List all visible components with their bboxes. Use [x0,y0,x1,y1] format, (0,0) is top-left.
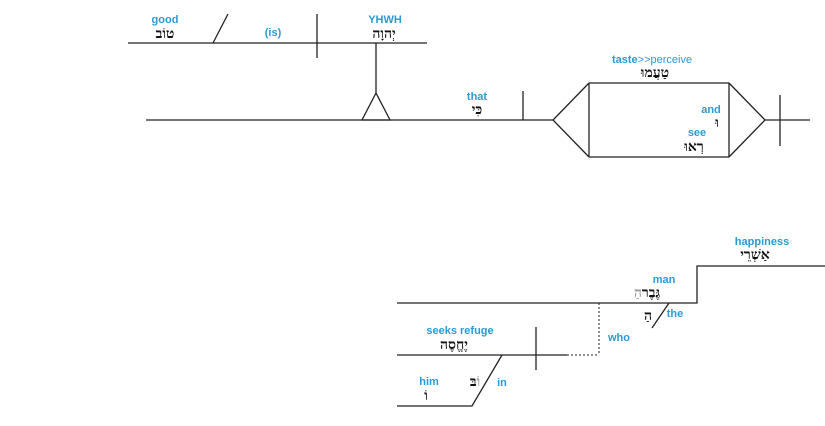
and-gloss: and [701,104,721,116]
article-modifier-line [651,302,670,329]
compound-verb-left-diamond [552,82,590,158]
man-hebrew-article: הַ [634,285,642,301]
that-gloss: that [467,91,488,103]
who-gloss: who [607,332,630,344]
taste-hebrew: טַעֲמוּ [640,65,669,81]
good-hebrew: טוֹב [156,26,175,42]
the-gloss: the [667,308,684,320]
compound-verb-right-diamond [728,82,766,158]
predicate-divider [212,13,229,44]
the-hebrew: הַ [644,308,652,324]
seeks-refuge-gloss: seeks refuge [426,325,493,337]
man-gloss: man [653,274,676,286]
him-hebrew: וֹ [424,388,428,404]
upper-clause: good טוֹב (is) YHWH יְהוָה [128,13,427,93]
that-hebrew: כִּי [472,102,483,118]
main-clause: that כִּי taste>>perceive טַעֲמוּ and וּ… [146,54,810,158]
man-hebrew-stem: גֶּבֶר [642,285,661,301]
in-hebrew: וֹבּ [470,374,480,390]
lower-clause: happiness אַשְׁרֵי man גֶּבֶרהַ הַ the w… [397,236,825,407]
taste-gloss-extension: >>perceive [638,54,692,66]
yhwh-gloss: YHWH [368,14,402,26]
man-hebrew: גֶּבֶרהַ [634,285,661,301]
him-gloss: him [419,376,439,388]
happiness-hebrew: אַשְׁרֵי [740,247,769,263]
predicate-line [397,265,825,304]
and-hebrew: וּ [714,115,719,131]
happiness-gloss: happiness [735,236,789,248]
see-hebrew: רְאוּ [683,139,703,155]
in-hebrew-prep: בּ [470,374,477,390]
good-gloss: good [152,14,179,26]
prepositional-phrase-line [397,354,503,407]
pedestal-triangle [360,91,392,121]
seeks-refuge-hebrew: יֶחֱסֶה [440,337,468,353]
yhwh-hebrew: יְהוָה [372,26,395,42]
see-gloss: see [688,127,706,139]
in-gloss: in [497,377,507,389]
in-hebrew-suffix: וֹ [477,374,481,390]
taste-gloss: taste>>perceive [612,54,692,66]
taste-gloss-main: taste [612,54,638,66]
copula-gloss: (is) [265,27,282,39]
